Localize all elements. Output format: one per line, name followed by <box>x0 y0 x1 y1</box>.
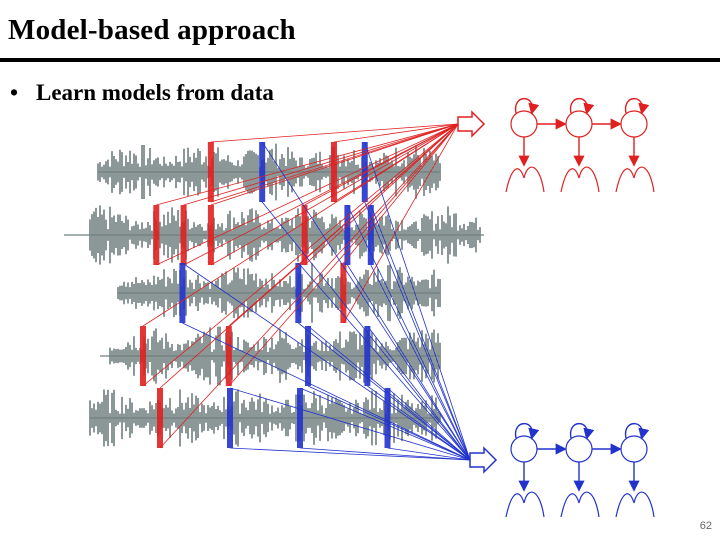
model-b-input-arrow <box>469 446 498 474</box>
model-b-link <box>387 447 471 461</box>
model-a-link <box>343 123 459 264</box>
model-a-self-loop <box>515 97 540 115</box>
model-b-link <box>347 264 471 461</box>
waveform <box>89 389 441 447</box>
model-a-distribution <box>505 166 545 193</box>
model-a-input-arrow <box>457 110 486 138</box>
model-b-link <box>229 447 471 461</box>
model-a-segment <box>340 263 347 323</box>
model-a-link <box>183 123 459 266</box>
model-a-state <box>510 110 538 138</box>
model-a-segment <box>180 205 187 265</box>
model-b-link <box>307 385 471 461</box>
model-a-link <box>210 123 459 266</box>
model-a-link <box>304 123 459 266</box>
model-b-link <box>347 204 471 461</box>
bullet-item: • Learn models from data <box>10 80 274 106</box>
model-a-link <box>142 123 459 387</box>
model-a-segment <box>301 205 308 265</box>
model-b-segment <box>367 205 374 265</box>
model-b-distribution <box>505 491 545 518</box>
model-a-distribution <box>560 166 600 193</box>
model-b-link <box>261 141 471 461</box>
model-a-link <box>159 123 459 389</box>
model-a-link <box>333 123 459 143</box>
model-b-link <box>298 262 471 461</box>
title-divider <box>0 58 720 62</box>
model-b-self-loop <box>570 422 595 440</box>
model-b-link <box>298 322 471 461</box>
model-b-link <box>299 447 471 461</box>
model-a-link <box>210 123 459 203</box>
model-b-segment <box>295 263 302 323</box>
model-b-link <box>299 387 471 461</box>
model-b-segment <box>227 388 233 448</box>
model-a-distribution <box>615 166 655 193</box>
model-a-link <box>304 123 459 206</box>
model-b-link <box>370 204 471 461</box>
model-a-state <box>565 110 593 138</box>
model-group <box>457 97 655 518</box>
model-a-self-loop <box>625 97 650 115</box>
model-b-segment <box>259 142 266 202</box>
model-b-segment <box>364 326 371 386</box>
model-b-state <box>620 435 648 463</box>
model-a-link <box>343 123 459 324</box>
model-a-segment <box>225 326 232 386</box>
model-b-link <box>182 262 471 461</box>
model-b-self-loop <box>515 422 540 440</box>
model-a-segment <box>140 326 146 386</box>
model-a-segment <box>330 142 337 202</box>
model-b-segment <box>344 205 351 265</box>
model-a-segment <box>157 388 163 448</box>
model-a-link <box>159 123 459 449</box>
model-b-segment <box>305 326 311 386</box>
bullet-icon: • <box>10 80 19 105</box>
page-number: 62 <box>699 520 712 532</box>
model-a-segment <box>207 205 214 265</box>
model-a-state <box>620 110 648 138</box>
slide-title: Model-based approach <box>8 14 296 46</box>
model-b-link <box>307 325 471 461</box>
model-b-link <box>364 141 471 461</box>
model-b-link <box>370 264 471 461</box>
model-a-link <box>210 123 459 143</box>
model-a-link <box>156 123 459 266</box>
model-b-distribution <box>615 491 655 518</box>
model-b-self-loop <box>625 422 650 440</box>
model-b-segment <box>384 388 391 448</box>
model-b-link <box>367 385 471 461</box>
model-a-link <box>183 123 459 206</box>
model-b-link <box>182 322 471 461</box>
bullet-text: Learn models from data <box>36 80 274 105</box>
model-b-link <box>364 201 471 461</box>
model-a-link <box>156 123 459 206</box>
model-b-state <box>565 435 593 463</box>
model-b-segment <box>297 388 303 448</box>
model-a-segment <box>207 142 214 202</box>
model-a-self-loop <box>570 97 595 115</box>
model-b-link <box>367 325 471 461</box>
model-a-link <box>210 123 459 206</box>
model-b-distribution <box>560 491 600 518</box>
model-b-segment <box>179 263 186 323</box>
model-a-segment <box>153 205 160 265</box>
model-b-link <box>261 201 471 461</box>
model-b-link <box>387 387 471 461</box>
model-b-state <box>510 435 538 463</box>
model-a-link <box>228 123 459 387</box>
model-b-link <box>229 387 471 461</box>
connection-lines <box>142 123 471 461</box>
model-a-link <box>142 123 459 327</box>
